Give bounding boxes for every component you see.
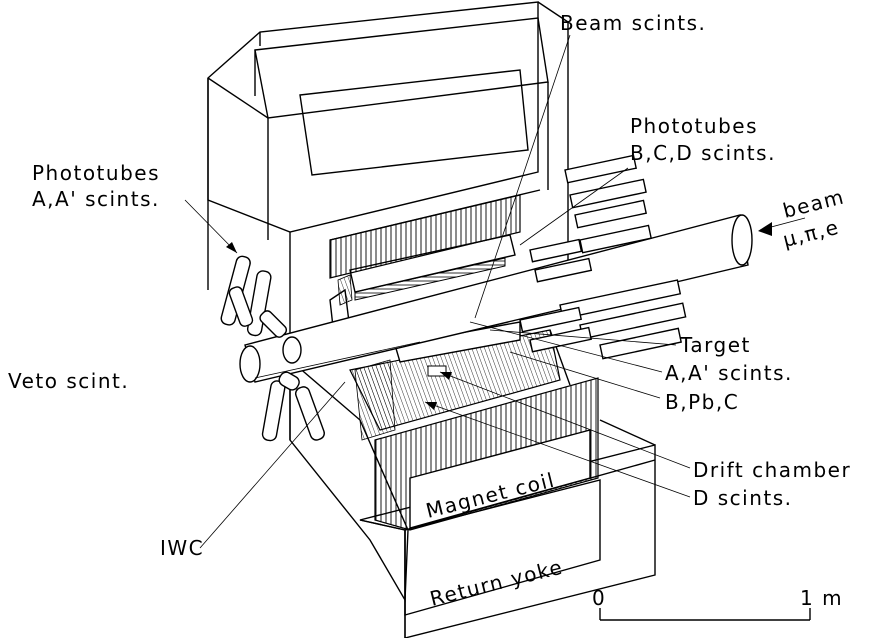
label-phototubes-a-1: Phototubes — [32, 161, 160, 185]
phototubes-bcd-lower — [519, 279, 687, 360]
label-iwc: IWC — [160, 536, 204, 560]
scale-bar-start: 0 — [592, 586, 606, 610]
phototubes-a-left-lower — [261, 371, 325, 442]
scale-bar: 0 1 m — [592, 586, 843, 621]
label-drift-chamber: Drift chamber — [693, 458, 851, 482]
upper-scint-layer — [354, 257, 506, 301]
label-a-scints: A,A' scints. — [665, 361, 793, 385]
leader-target — [489, 329, 677, 346]
leader-iwc — [199, 381, 346, 549]
leader-phototubes-bcd — [519, 167, 629, 246]
label-d-scints: D scints. — [693, 486, 793, 510]
inner-detector — [329, 274, 571, 441]
label-b-pb-c: B,Pb,C — [665, 390, 739, 414]
phototubes-bcd-upper — [529, 154, 653, 283]
scale-bar-end: 1 m — [800, 586, 843, 610]
label-beam: beam — [780, 184, 847, 222]
leader-d-scints — [424, 401, 691, 498]
upper-magnet-coil — [329, 194, 521, 279]
leader-drift-chamber — [439, 371, 691, 469]
leader-a-scints — [469, 321, 663, 373]
leader-lines — [184, 34, 806, 549]
label-phototubes-bcd-2: B,C,D scints. — [630, 141, 776, 165]
magnet-coil-label-box — [409, 429, 591, 529]
label-target: Target — [679, 333, 751, 357]
label-veto-scint: Veto scint. — [8, 369, 129, 393]
phototubes-a-left — [220, 255, 288, 338]
upper-inner-frame — [349, 234, 516, 293]
leader-phototubes-a — [184, 199, 238, 254]
beam-pipe — [239, 214, 753, 383]
leader-veto-scint — [254, 341, 421, 379]
leader-b-pb-c — [509, 351, 661, 399]
label-phototubes-a-2: A,A' scints. — [32, 187, 160, 211]
label-beam-scints: Beam scints. — [560, 11, 706, 35]
label-phototubes-bcd-1: Phototubes — [630, 114, 758, 138]
leader-beam-scints — [474, 34, 571, 319]
